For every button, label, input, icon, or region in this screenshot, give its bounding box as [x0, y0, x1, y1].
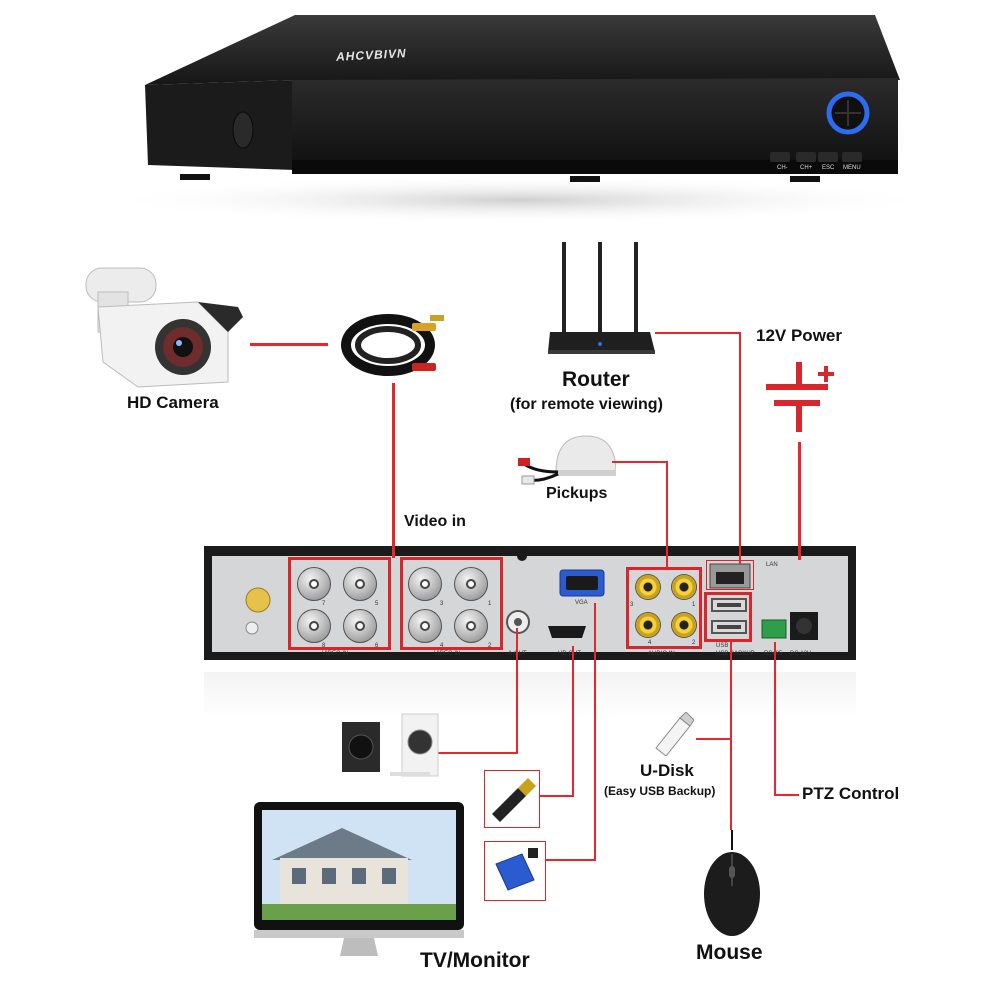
- wire-cable-to-video-in: [392, 383, 395, 558]
- rca-audio-in-1[interactable]: [672, 575, 696, 599]
- wire-vga-down: [594, 603, 596, 861]
- rca-audio-in-4[interactable]: [636, 613, 660, 637]
- video-in-highlight-left: [288, 557, 391, 650]
- wire-rs485-to-ptz: [774, 794, 799, 796]
- u-disk-label: U-Disk: [640, 761, 694, 780]
- channel-number-6: 6: [375, 643, 379, 649]
- front-button-label-ch-minus: CH-: [777, 165, 788, 171]
- hd-out-port-label: HD OUT: [558, 651, 581, 657]
- router-image: [548, 242, 655, 354]
- front-button-label-ch-plus: CH+: [800, 165, 813, 171]
- audio-in-port-label: AUDIO IN: [648, 651, 675, 657]
- channel-number-5: 5: [375, 601, 379, 607]
- wire-power-to-dc: [798, 442, 801, 560]
- audio-in-highlight: [626, 567, 702, 649]
- tv-monitor-image: [254, 802, 464, 956]
- pickup-microphone-image: [518, 435, 616, 485]
- audio-channel-3: 3: [630, 602, 634, 608]
- bnc-video-in-1[interactable]: [454, 567, 488, 601]
- audio-channel-4: 4: [648, 640, 652, 646]
- wire-rs485-down: [774, 642, 776, 796]
- pickups-label: Pickups: [546, 485, 608, 502]
- wire-hdout-to-hdmi: [540, 795, 574, 797]
- front-button-label-menu: MENU: [843, 165, 861, 171]
- ptz-control-label: PTZ Control: [802, 784, 900, 803]
- wire-pickups-right: [612, 461, 667, 463]
- wire-pickups-to-audio: [666, 461, 668, 568]
- rca-audio-in-2[interactable]: [672, 613, 696, 637]
- wire-usb-to-mouse: [730, 640, 732, 830]
- front-button-label-esc: ESC: [822, 165, 835, 171]
- audio-channel-1: 1: [692, 602, 696, 608]
- hd-camera-label: HD Camera: [127, 393, 219, 412]
- u-disk-image: [655, 712, 694, 756]
- lan-port-label: LAN: [766, 562, 778, 568]
- mouse-image: [704, 830, 760, 936]
- usb-backup-port-label: USB BACKUP: [716, 651, 755, 657]
- bnc-video-in-5[interactable]: [343, 567, 377, 601]
- bnc-video-in-4[interactable]: [408, 609, 442, 643]
- video-in-label: Video in: [404, 513, 466, 530]
- rs485-port-label: RS485: [764, 651, 782, 657]
- vga-cable-box: [484, 841, 546, 901]
- audio-channel-2: 2: [692, 640, 696, 646]
- usb-port-top[interactable]: [711, 598, 747, 612]
- channel-number-1: 1: [488, 601, 492, 607]
- channel-number-8: 8: [322, 643, 326, 649]
- wire-camera-to-cable: [250, 343, 328, 346]
- vga-cable-icon: [495, 848, 538, 891]
- bnc-video-in-6[interactable]: [343, 609, 377, 643]
- hdmi-cable-icon: [492, 778, 536, 822]
- wire-usb-to-udisk: [696, 738, 731, 740]
- video-in-port-label-right: VIDEO IN: [434, 651, 461, 657]
- dc-power-symbol-icon: [766, 362, 834, 432]
- panel-reflection: [204, 672, 856, 718]
- video-in-highlight-right: [400, 557, 503, 650]
- bnc-video-in-2[interactable]: [454, 609, 488, 643]
- router-sublabel: (for remote viewing): [510, 396, 663, 413]
- channel-number-3: 3: [440, 601, 444, 607]
- speakers-image: [342, 713, 439, 777]
- wire-aout-to-speakers: [438, 752, 518, 754]
- vga-port-label: VGA: [575, 600, 588, 606]
- rca-audio-in-3[interactable]: [636, 575, 660, 599]
- video-cable-coil-image: [341, 314, 444, 376]
- mouse-label: Mouse: [696, 941, 763, 964]
- channel-number-4: 4: [440, 643, 444, 649]
- router-label: Router: [562, 368, 630, 391]
- wire-router-to-lan: [739, 332, 741, 564]
- dc12v-port-label: DC 12V: [790, 651, 812, 657]
- wire-hdout-down: [572, 646, 574, 796]
- power-label: 12V Power: [756, 326, 842, 345]
- wire-aout-down: [516, 628, 518, 753]
- usb-highlight: [704, 592, 752, 642]
- wire-vga-to-cable: [546, 859, 596, 861]
- channel-number-2: 2: [488, 643, 492, 649]
- bnc-video-in-8[interactable]: [297, 609, 331, 643]
- video-in-port-label-left: VIDEO IN: [322, 651, 349, 657]
- u-disk-sublabel: (Easy USB Backup): [604, 784, 716, 798]
- lan-highlight: [706, 560, 754, 590]
- wire-router-right: [655, 332, 740, 334]
- channel-number-7: 7: [322, 601, 326, 607]
- tv-monitor-label: TV/Monitor: [420, 949, 530, 972]
- usb-port-bottom[interactable]: [711, 620, 747, 634]
- hd-camera-image: [85, 267, 243, 388]
- bnc-video-in-7[interactable]: [297, 567, 331, 601]
- bnc-video-in-3[interactable]: [408, 567, 442, 601]
- dvr-front-graphic: [100, 15, 940, 224]
- usb-port-label: USB: [716, 643, 729, 649]
- hdmi-cable-box: [484, 770, 540, 828]
